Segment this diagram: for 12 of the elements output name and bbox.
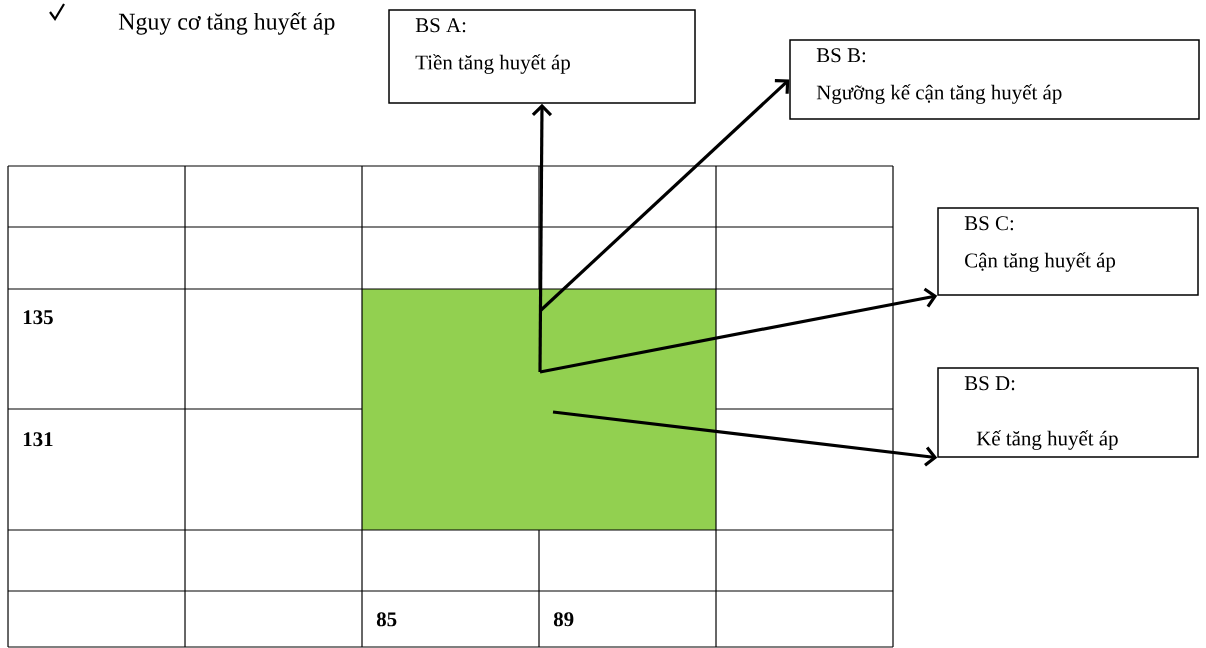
text-box: BS B: Ngưỡng kế cận tăng huyết áp [789, 39, 1200, 120]
text-box: BS A: Tiền tăng huyết áp [388, 9, 696, 104]
arrow [539, 287, 938, 374]
table-value: 131 [23, 432, 53, 447]
text-box: BS C: Cận tăng huyết áp [937, 207, 1199, 296]
table-value: 135 [23, 310, 53, 325]
arrow [552, 410, 938, 467]
arrow [531, 103, 553, 372]
table-value: 85 [376, 612, 397, 627]
heading: Nguy cơ tăng huyết áp [118, 12, 335, 35]
text-box: BS D: Kế tăng huyết áp [937, 367, 1199, 458]
table-value: 89 [553, 612, 574, 627]
